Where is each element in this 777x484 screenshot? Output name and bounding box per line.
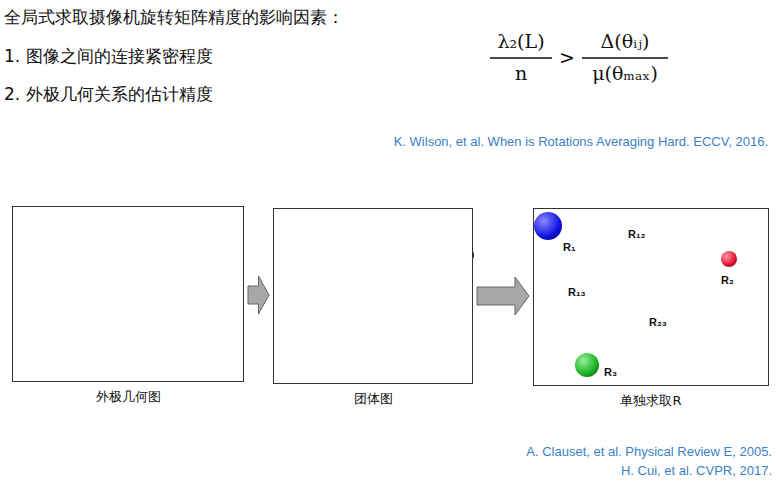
- fraction-bar: [490, 57, 552, 58]
- edge-label: R₂₃: [648, 316, 668, 328]
- formula-part: Δ(θᵢⱼ): [601, 30, 650, 52]
- citation: H. Cui, et al. CVPR, 2017.: [621, 463, 772, 478]
- list-item: 1. 图像之间的连接紧密程度: [4, 45, 213, 68]
- block-arrow: [477, 277, 529, 315]
- fraction-bar: [582, 57, 668, 58]
- panel-caption: 外极几何图: [96, 388, 161, 406]
- citation: A. Clauset, et al. Physical Review E, 20…: [526, 444, 772, 459]
- citation: K. Wilson, et al. When is Rotations Aver…: [394, 134, 768, 149]
- sphere-label: R₁: [563, 241, 576, 253]
- sphere-label: R₃: [604, 366, 617, 378]
- image-panel: 外极几何图: [12, 206, 244, 382]
- formula-part: >: [559, 46, 575, 68]
- list-item: 2. 外极几何关系的估计精度: [4, 83, 213, 106]
- title: 全局式求取摄像机旋转矩阵精度的影响因素：: [4, 6, 344, 29]
- sphere-node: R₃: [575, 353, 599, 377]
- sphere-label: R₂: [721, 274, 734, 286]
- block-arrow: [248, 276, 269, 314]
- panel-caption: 团体图: [354, 390, 393, 408]
- sphere-node: R₁: [534, 212, 562, 240]
- panel-caption: 单独求取R: [620, 392, 681, 410]
- formula-part: μ(θₘₐₓ): [592, 62, 658, 84]
- edge-label: R₁₂: [627, 228, 646, 240]
- image-panel: 团体图: [273, 208, 473, 384]
- edge-label: R₁₃: [567, 286, 587, 298]
- sphere-node: R₂: [721, 251, 737, 267]
- formula-part: λ₂(L): [497, 30, 544, 52]
- formula-part: n: [515, 62, 527, 84]
